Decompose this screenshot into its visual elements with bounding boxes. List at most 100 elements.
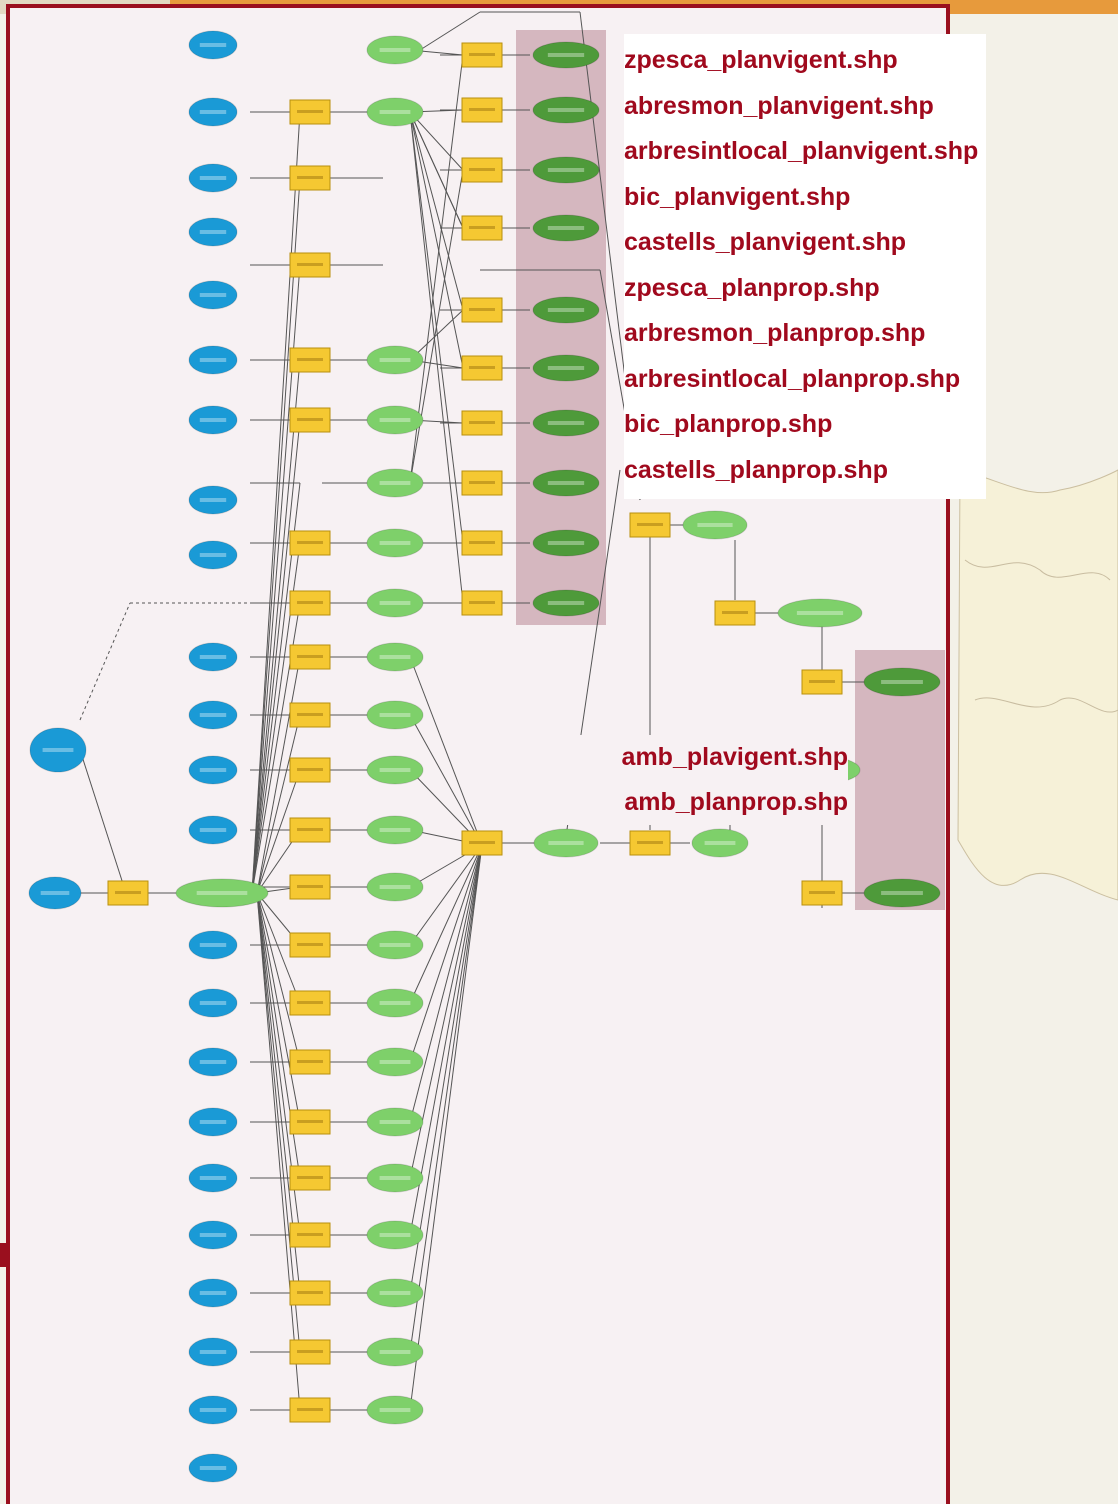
derived-data-node — [682, 510, 748, 540]
node-text-blur — [199, 1176, 227, 1180]
clip-tool-node — [289, 407, 331, 433]
clip-tool-node — [289, 644, 331, 670]
input-data-node — [29, 727, 87, 773]
connector-line — [256, 892, 301, 1004]
connector-line — [409, 656, 483, 846]
connector-line — [79, 602, 131, 721]
node-text-blur — [199, 176, 227, 180]
input-data-node — [188, 815, 238, 845]
node-text-blur — [469, 226, 495, 229]
connector-line — [409, 111, 464, 229]
output-label: bic_planvigent.shp — [624, 182, 851, 211]
derived-data-node — [366, 405, 424, 435]
node-text-blur — [199, 553, 227, 557]
input-data-node — [188, 405, 238, 435]
node-text-blur — [379, 48, 411, 52]
node-text-blur — [469, 541, 495, 544]
intersect-tool-node — [461, 157, 503, 183]
node-text-blur — [881, 891, 923, 895]
output-data-node — [532, 354, 600, 382]
output-label: castells_planvigent.shp — [624, 228, 907, 256]
node-text-blur — [199, 498, 227, 502]
output-label: abresmon_planvigent.shp — [624, 91, 934, 120]
node-text-blur — [199, 1466, 227, 1470]
node-text-blur — [297, 358, 323, 361]
node-text-blur — [115, 891, 141, 894]
input-data-node — [188, 1220, 238, 1250]
node-text-blur — [40, 891, 70, 895]
connector-line — [409, 54, 464, 484]
node-text-blur — [379, 1001, 411, 1005]
output-label: arbresintlocal_planvigent.shp — [624, 137, 979, 165]
input-data-node — [188, 700, 238, 730]
clip-tool-node — [289, 932, 331, 958]
node-text-blur — [297, 1001, 323, 1004]
connector-line — [409, 309, 464, 361]
node-text-blur — [379, 1233, 411, 1237]
intersect-tool-node — [461, 590, 503, 616]
input-data-node — [188, 1107, 238, 1137]
node-text-blur — [722, 611, 748, 614]
clip-tool-node — [289, 757, 331, 783]
node-text-blur — [547, 481, 585, 485]
node-text-blur — [796, 611, 844, 615]
node-text-blur — [199, 43, 227, 47]
node-text-blur — [548, 841, 584, 845]
connector-line — [256, 892, 301, 1063]
input-data-node — [188, 988, 238, 1018]
node-text-blur — [469, 366, 495, 369]
derived-data-node — [366, 1220, 424, 1250]
clip-tool-node — [289, 590, 331, 616]
node-text-blur — [637, 841, 663, 844]
node-text-blur — [199, 110, 227, 114]
derived-data-node — [366, 755, 424, 785]
input-data-node — [188, 217, 238, 247]
node-text-blur — [704, 841, 736, 845]
derived-data-node — [366, 345, 424, 375]
input-data-node — [188, 163, 238, 193]
clip-tool-node — [289, 99, 331, 125]
connector-line — [409, 111, 464, 311]
connector-line — [256, 656, 301, 894]
node-text-blur — [199, 1060, 227, 1064]
derived-data-node — [366, 815, 424, 845]
derived-data-node — [533, 828, 599, 858]
derived-data-node — [366, 35, 424, 65]
node-text-blur — [199, 230, 227, 234]
node-text-blur — [199, 768, 227, 772]
node-text-blur — [297, 263, 323, 266]
connector-line — [251, 177, 301, 894]
node-text-blur — [199, 1291, 227, 1295]
node-text-blur — [297, 1060, 323, 1063]
node-text-blur — [379, 713, 411, 717]
intersect-tool-node — [461, 355, 503, 381]
node-text-blur — [199, 655, 227, 659]
input-data-node — [188, 540, 238, 570]
node-text-blur — [297, 1233, 323, 1236]
clip-tool-node — [289, 1049, 331, 1075]
intersect-tool-node — [461, 530, 503, 556]
node-text-blur — [547, 308, 585, 312]
input-data-node — [188, 345, 238, 375]
node-text-blur — [297, 110, 323, 113]
intersect-tool-node — [629, 512, 671, 538]
node-text-blur — [297, 943, 323, 946]
intersect-tool-node — [461, 97, 503, 123]
connector-line — [251, 419, 301, 894]
connector-line — [409, 111, 464, 369]
node-text-blur — [469, 108, 495, 111]
intersect-tool-node — [461, 297, 503, 323]
derived-data-node — [366, 1107, 424, 1137]
connector-line — [409, 111, 464, 544]
connector-line — [79, 749, 126, 891]
derived-data-node — [691, 828, 749, 858]
node-text-blur — [379, 885, 411, 889]
node-text-blur — [199, 1001, 227, 1005]
node-text-blur — [809, 891, 835, 894]
node-text-blur — [637, 523, 663, 526]
clip-tool-node — [289, 817, 331, 843]
derived-data-node — [777, 598, 863, 628]
output-data-node — [532, 296, 600, 324]
clip-tool-node — [289, 1339, 331, 1365]
node-text-blur — [297, 1176, 323, 1179]
